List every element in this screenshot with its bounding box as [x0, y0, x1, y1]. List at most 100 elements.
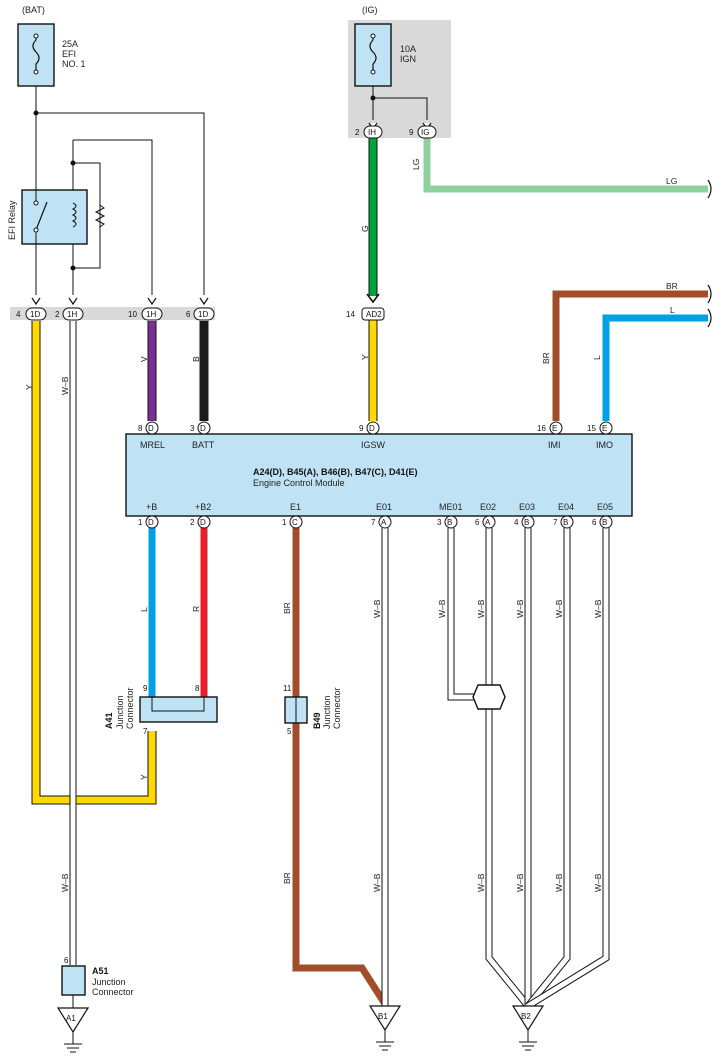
connector-arrows	[31, 122, 432, 306]
a41-pin7: 7	[143, 727, 148, 736]
pin-num: 4	[16, 310, 21, 319]
a51-desc-1: Junction	[92, 977, 126, 987]
wire-label: W–B	[554, 599, 564, 618]
wire-label: W–B	[372, 599, 382, 618]
pin-num: 6	[186, 310, 191, 319]
wire-label: Y	[24, 384, 34, 390]
pin-name: E04	[558, 502, 574, 512]
a51-id: A51	[92, 966, 109, 976]
efi-relay	[21, 189, 106, 245]
pin-name: BATT	[192, 440, 215, 450]
pin-num: 6	[475, 518, 480, 527]
pin-name: E1	[290, 502, 301, 512]
splice-hexagon	[472, 684, 506, 710]
pin-code: A	[381, 518, 387, 527]
wire-label: W–B	[60, 873, 70, 892]
b49-desc-2: Connector	[332, 687, 342, 729]
bat-fuse-amp: 25A	[62, 39, 78, 49]
pin-num: 2	[190, 518, 195, 527]
a41-pin8: 8	[195, 684, 200, 693]
pin-num: 3	[190, 424, 195, 433]
a41-desc-2: Connector	[125, 687, 135, 729]
pin-num: 9	[409, 128, 414, 137]
pin-num: 6	[592, 518, 597, 527]
pin-code: B	[602, 518, 607, 527]
ground-b2	[511, 1005, 545, 1051]
pin-code: IH	[368, 128, 376, 137]
wire-label: W–B	[476, 599, 486, 618]
pin-code: A	[485, 518, 491, 527]
a51-pin6: 6	[64, 956, 69, 965]
wire-label: LG	[411, 159, 421, 170]
relay-label: EFI Relay	[7, 200, 17, 240]
pin-num: 16	[537, 424, 546, 433]
b49-id: B49	[312, 712, 322, 729]
wire-label: W–B	[593, 873, 603, 892]
ground-b2-label: B2	[521, 1012, 531, 1021]
wire-lg	[423, 138, 708, 193]
junction-dot	[33, 110, 39, 116]
ig-fuse-name: IGN	[400, 54, 416, 64]
ig-fuse	[354, 23, 392, 87]
wire-label: L	[670, 305, 675, 315]
pin-name: E03	[519, 502, 535, 512]
wire-label: W–B	[60, 376, 70, 395]
top-connector-pins	[25, 307, 215, 321]
bat-label: (BAT)	[22, 5, 45, 15]
ecm-top-pins	[145, 421, 613, 435]
wire-br-top	[552, 290, 708, 421]
wire-l-top	[602, 314, 708, 421]
wire-label: BR	[541, 352, 551, 364]
pin-name: E05	[597, 502, 613, 512]
pin-code: B	[524, 518, 529, 527]
wire-label: G	[360, 225, 370, 232]
junction-dot	[70, 265, 76, 271]
pin-num: 1	[282, 518, 287, 527]
wire-label: LG	[666, 176, 677, 186]
pin-num: 7	[553, 518, 558, 527]
pin-name: ME01	[439, 502, 463, 512]
pin-name: +B2	[195, 502, 211, 512]
pin-num: 4	[514, 518, 519, 527]
pin-name: E02	[480, 502, 496, 512]
pin-num: 10	[128, 310, 137, 319]
wire-wb-e02	[485, 528, 531, 1009]
pin-code: B	[447, 518, 452, 527]
a51-desc-2: Connector	[92, 987, 134, 997]
pin-num: 2	[355, 128, 360, 137]
wire-label: W–B	[554, 873, 564, 892]
wire-label: Y	[139, 774, 149, 780]
ig-pin-ih	[363, 125, 383, 139]
wire-label: W–B	[515, 599, 525, 618]
pin-name: E01	[376, 502, 392, 512]
wire-wb-me01	[447, 528, 478, 701]
b49-desc-1: Junction	[322, 695, 332, 729]
ground-a1-label: A1	[66, 1014, 76, 1023]
a41-pin9: 9	[143, 684, 148, 693]
wire-label: L	[139, 607, 149, 612]
ground-b1	[368, 1005, 402, 1051]
pin-num: 7	[371, 518, 376, 527]
ig-fuse-amp: 10A	[400, 44, 416, 54]
pin-num: 15	[587, 424, 596, 433]
wire-label: BR	[666, 281, 678, 291]
pin-code: 1H	[146, 310, 156, 319]
ad2-code: AD2	[366, 310, 382, 319]
pin-code: 1D	[198, 310, 208, 319]
pin-code: E	[552, 424, 557, 433]
ecm-bottom-pins	[145, 515, 613, 529]
wire-label: W–B	[476, 873, 486, 892]
pin-code: D	[200, 518, 206, 527]
pin-code: 1H	[67, 310, 77, 319]
pin-num: 9	[359, 424, 364, 433]
pin-code: D	[148, 518, 154, 527]
top-connector-bar	[10, 307, 215, 320]
wire-label: W–B	[372, 873, 382, 892]
wire-label: BR	[282, 872, 292, 884]
pin-num: 3	[437, 518, 442, 527]
ground-b1-label: B1	[378, 1012, 388, 1021]
junction-dot	[370, 95, 376, 101]
pin-code: E	[602, 424, 607, 433]
pin-name: IMI	[548, 440, 561, 450]
a51-junction-connector	[61, 965, 86, 996]
